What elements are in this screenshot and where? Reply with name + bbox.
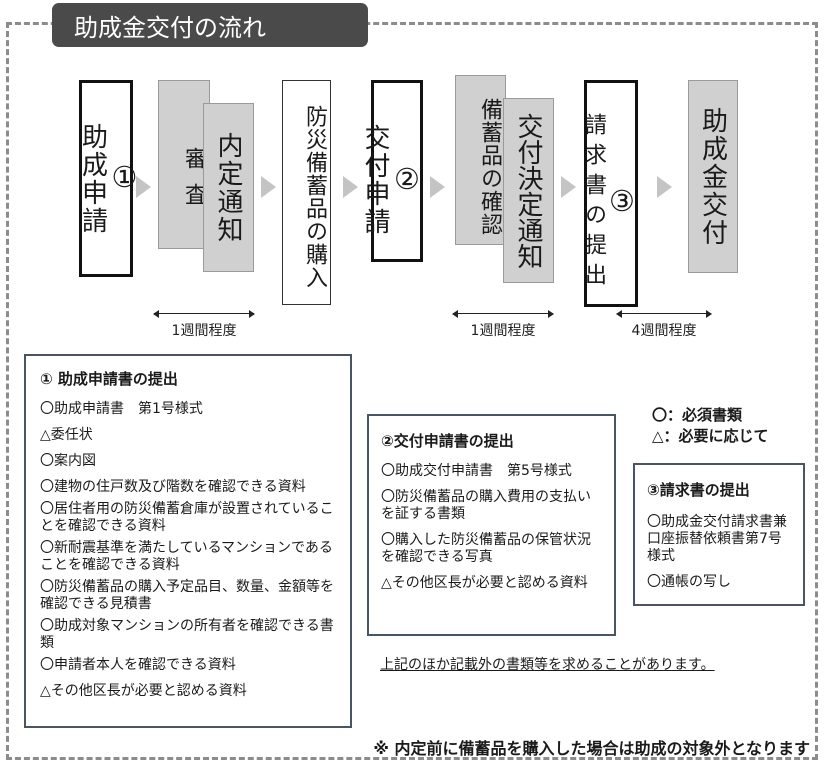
flow-arrow-icon xyxy=(343,176,358,198)
duration-label: 1週間程度 xyxy=(470,323,536,339)
panel-title: ① 助成申請書の提出 xyxy=(40,370,178,388)
step-supplies-check: 備蓄品の確認 xyxy=(455,75,506,245)
panel-title: ②交付申請書の提出 xyxy=(381,432,514,450)
step-purchase-supplies: 防災備蓄品の購入 xyxy=(282,80,331,305)
double-arrow-icon xyxy=(452,310,554,318)
document-item: 〇申請者本人を確認できる資料 xyxy=(40,657,236,673)
duration-label: 4週間程度 xyxy=(631,323,697,339)
document-item: △その他区長が必要と認める資料 xyxy=(40,683,247,699)
step-label: 交付申請 xyxy=(360,124,390,236)
step-disbursement-decision-notice: 交付決定通知 xyxy=(503,98,554,283)
flow-arrow-icon xyxy=(136,176,151,198)
document-item: 〇防災備蓄品の購入費用の支払いを証する書類 xyxy=(381,489,591,522)
step-invoice-submission: ③ 請求書の提出 xyxy=(581,80,638,307)
panel-disbursement-application-docs: ②交付申請書の提出 〇助成交付申請書 第5号様式 〇防災備蓄品の購入費用の支払い… xyxy=(367,414,616,636)
step-label: 備蓄品の確認 xyxy=(477,98,502,236)
document-list: 〇助成申請書 第1号様式 △委任状 〇案内図 〇建物の住戸数及び階数を確認できる… xyxy=(40,401,338,700)
document-list: 〇助成金交付請求書兼口座振替依頼書第7号様式 〇通帳の写し xyxy=(647,514,795,591)
document-item: 〇防災備蓄品の購入予定品目、数量、金額等を確認できる見積書 xyxy=(40,579,334,612)
document-item: 〇購入した防災備蓄品の保管状況を確認できる写真 xyxy=(381,532,591,565)
step-label: 請求書の提出 xyxy=(581,112,606,293)
document-item: 〇助成申請書 第1号様式 xyxy=(40,401,203,417)
document-item: 〇建物の住戸数及び階数を確認できる資料 xyxy=(40,479,306,495)
duration-disbursement: 1週間程度 xyxy=(451,310,555,340)
step-label: 内定通知 xyxy=(213,131,243,244)
flow-arrow-icon xyxy=(430,176,445,198)
document-item: 〇新耐震基準を満たしているマンションであることを確認できる資料 xyxy=(40,540,333,573)
document-item: 〇助成交付申請書 第5号様式 xyxy=(381,463,572,479)
duration-payment: 4週間程度 xyxy=(616,310,712,340)
duration-label: 1週間程度 xyxy=(171,323,237,339)
legend-optional: △：必要に応じて xyxy=(652,427,769,445)
panel-grant-application-docs: ① 助成申請書の提出 〇助成申請書 第1号様式 △委任状 〇案内図 〇建物の住戸… xyxy=(24,354,352,728)
flow-arrow-icon xyxy=(261,176,276,198)
flow-arrow-icon xyxy=(657,176,672,198)
double-arrow-icon xyxy=(616,310,712,318)
panel-invoice-docs: ③請求書の提出 〇助成金交付請求書兼口座振替依頼書第7号様式 〇通帳の写し xyxy=(633,463,805,606)
document-item: 〇助成金交付請求書兼口座振替依頼書第7号様式 xyxy=(647,514,787,564)
step-label: 助成金交付 xyxy=(697,106,728,247)
document-item: 〇居住者用の防災備蓄倉庫が設置されていることを確認できる資料 xyxy=(40,501,334,534)
step-grant-payment: 助成金交付 xyxy=(688,80,738,273)
document-item: 〇案内図 xyxy=(40,453,96,469)
step-grant-disbursement-application: ② 交付申請 xyxy=(360,80,423,262)
legend: 〇：必須書類 △：必要に応じて xyxy=(652,405,769,447)
document-item: 〇通帳の写し xyxy=(647,574,731,590)
outer-dashed-frame xyxy=(6,22,818,760)
step-label: 交付決定通知 xyxy=(513,112,543,269)
step-label: 審査 xyxy=(181,146,206,219)
other-documents-note: 上記のほか記載外の書類等を求めることがあります。 xyxy=(380,657,715,673)
document-list: 〇助成交付申請書 第5号様式 〇防災備蓄品の購入費用の支払いを証する書類 〇購入… xyxy=(381,463,604,592)
step-label: 助成申請 xyxy=(77,122,108,235)
step-preliminary-notice: 内定通知 xyxy=(203,103,254,272)
step-review: 審査 xyxy=(158,80,210,249)
step-number: ② xyxy=(394,161,420,196)
duration-review: 1週間程度 xyxy=(150,310,258,340)
step-grant-application: ① 助成申請 xyxy=(78,80,138,277)
document-item: △委任状 xyxy=(40,427,93,443)
step-number: ① xyxy=(111,160,138,194)
legend-required: 〇：必須書類 xyxy=(652,406,743,424)
panel-title: ③請求書の提出 xyxy=(647,481,750,499)
ineligibility-warning: ※ 内定前に備蓄品を購入した場合は助成の対象外となります xyxy=(373,739,810,758)
double-arrow-icon xyxy=(153,310,255,318)
step-number: ③ xyxy=(609,184,635,218)
step-label: 防災備蓄品の購入 xyxy=(302,104,327,289)
page-title: 助成金交付の流れ xyxy=(52,3,368,47)
document-item: 〇助成対象マンションの所有者を確認できる書類 xyxy=(40,618,334,651)
document-item: △その他区長が必要と認める資料 xyxy=(381,575,588,591)
flow-arrow-icon xyxy=(561,176,576,198)
